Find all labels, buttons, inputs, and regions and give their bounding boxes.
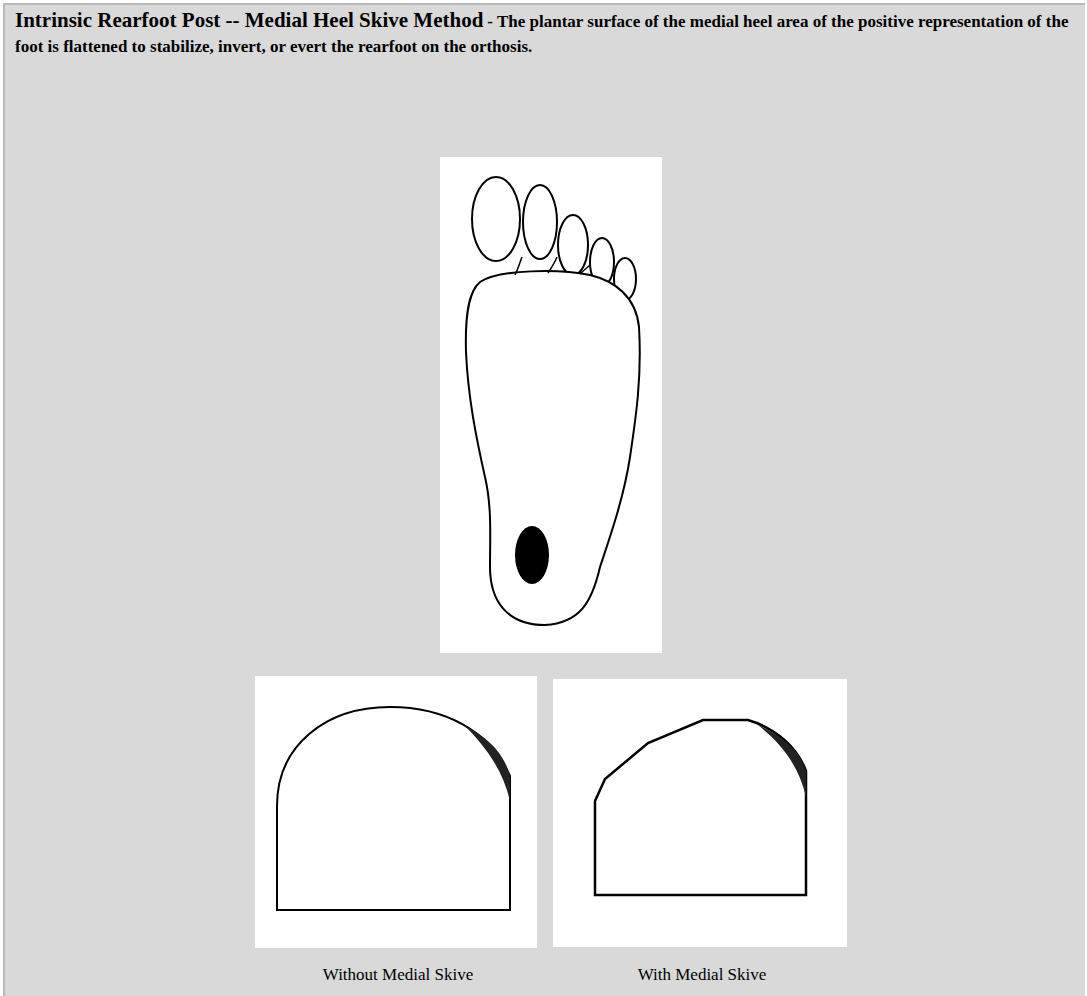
title: Intrinsic Rearfoot Post -- Medial Heel S… bbox=[15, 8, 483, 32]
foot-figure bbox=[440, 157, 662, 653]
heading: Intrinsic Rearfoot Post -- Medial Heel S… bbox=[15, 8, 1077, 59]
heel-section-illustration bbox=[553, 679, 847, 947]
heel-with-skive-figure bbox=[553, 679, 847, 947]
foot-illustration bbox=[440, 157, 662, 653]
heel-section-illustration bbox=[255, 676, 537, 948]
background-panel: Intrinsic Rearfoot Post -- Medial Heel S… bbox=[3, 3, 1085, 996]
figure-caption: With Medial Skive bbox=[638, 965, 767, 985]
figure-caption: Without Medial Skive bbox=[323, 965, 473, 985]
heel-without-skive-figure bbox=[255, 676, 537, 948]
